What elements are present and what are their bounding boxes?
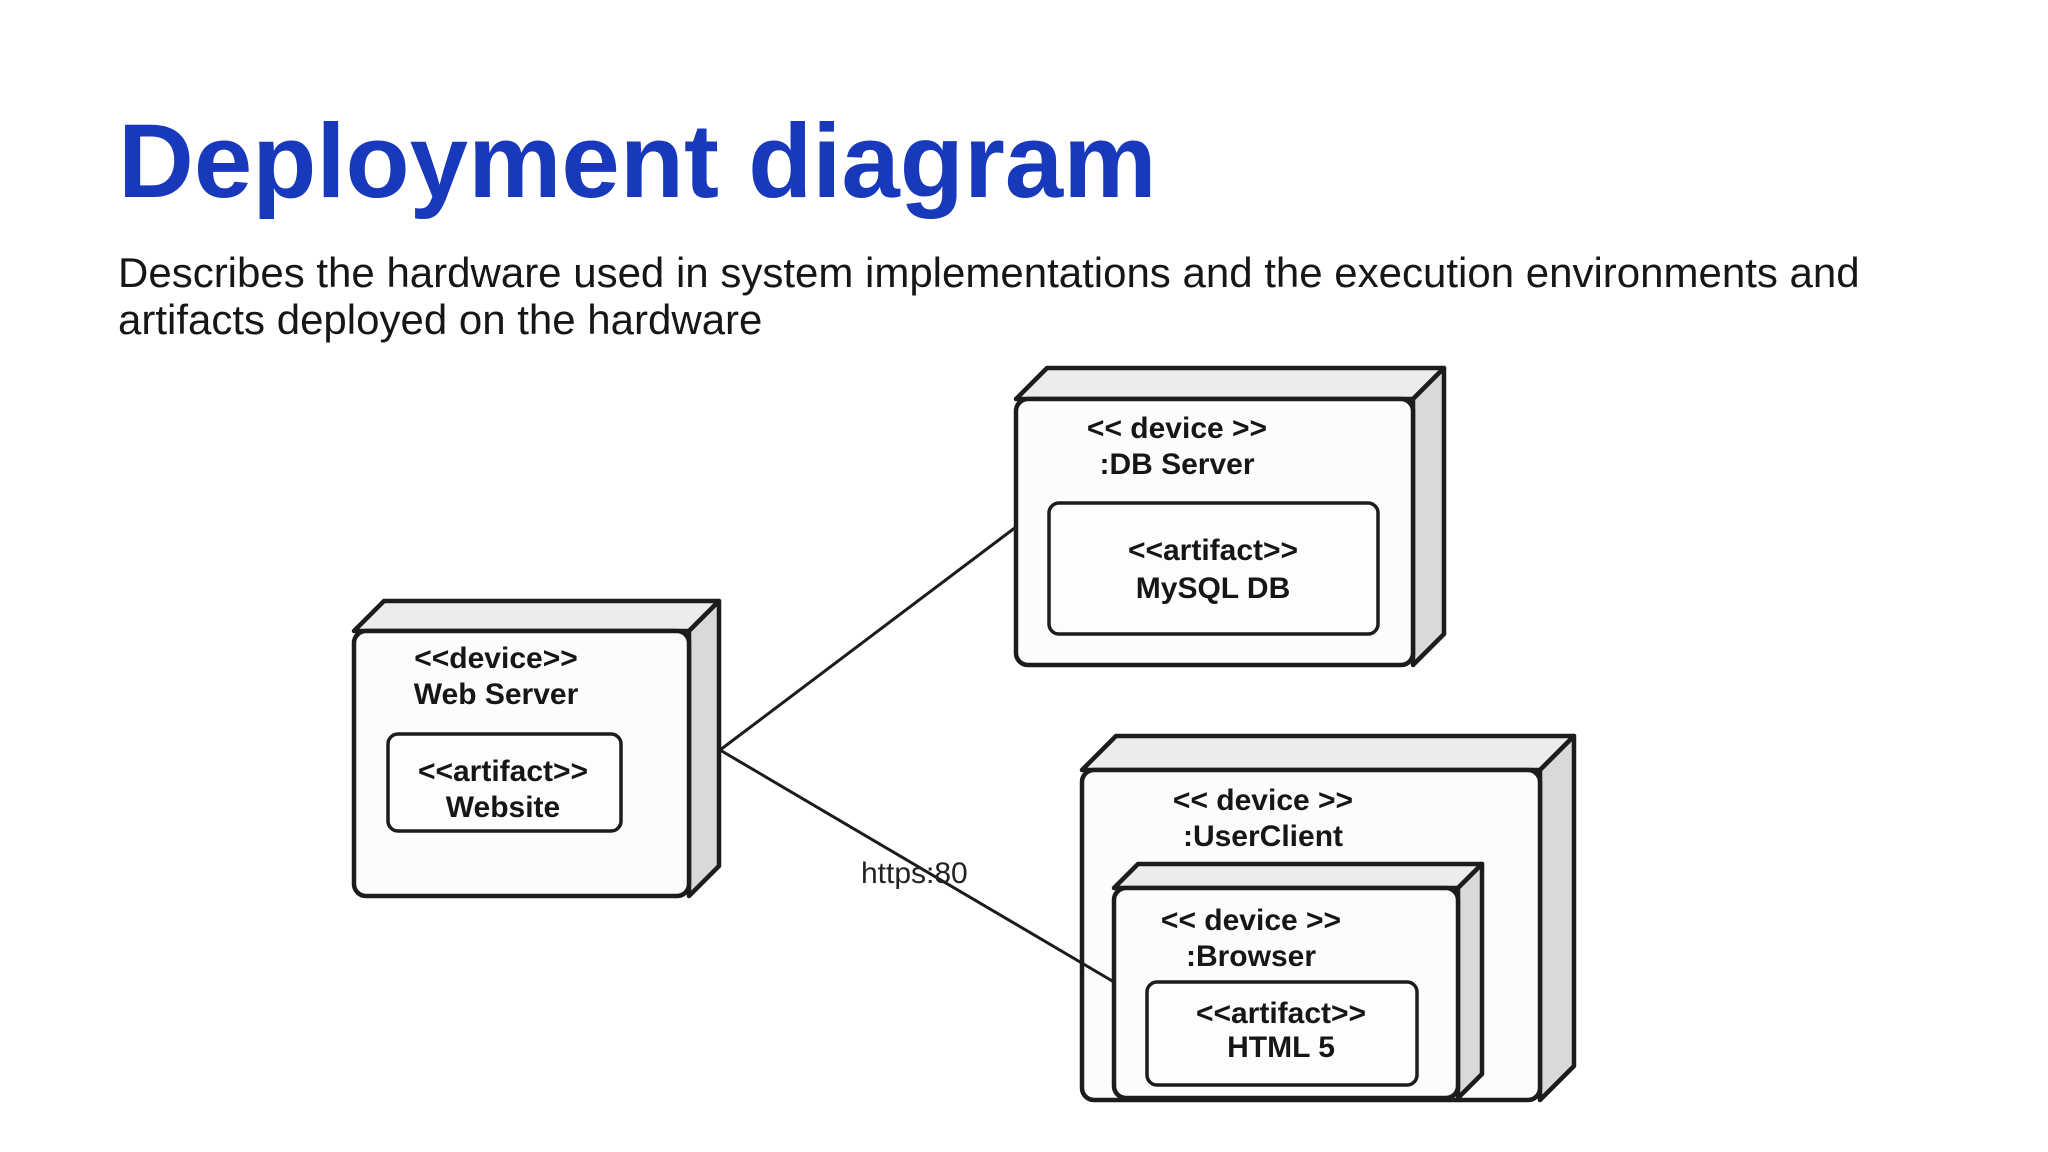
mysql-artifact-name: MySQL DB <box>1136 572 1290 605</box>
website-artifact-name: Website <box>446 791 560 824</box>
mysql-artifact-box <box>1047 501 1380 636</box>
user-client-side-face <box>1537 733 1577 1103</box>
browser-top-face <box>1111 861 1485 891</box>
web-server-top-face <box>351 598 722 634</box>
description-line-1: Describes the hardware used in system im… <box>118 249 1860 296</box>
web-server-name: Web Server <box>414 678 579 711</box>
db-server-stereotype: << device >> <box>1087 412 1267 445</box>
html5-artifact-box <box>1145 980 1419 1087</box>
website-artifact-stereotype: <<artifact>> <box>418 755 588 788</box>
db-server-side-face <box>1410 365 1447 668</box>
user-client-stereotype: << device >> <box>1173 784 1353 817</box>
db-server-name: :DB Server <box>1099 448 1254 481</box>
browser-name: :Browser <box>1186 940 1316 973</box>
browser-node: << device >> :Browser <<artifact>> HTML … <box>1111 861 1485 1101</box>
browser-stereotype: << device >> <box>1161 904 1341 937</box>
mysql-artifact-stereotype: <<artifact>> <box>1128 534 1298 567</box>
web-server-stereotype: <<device>> <box>414 642 577 675</box>
webserver-browser-link-label: https:80 <box>861 857 968 890</box>
webserver-browser-link <box>718 748 1116 984</box>
user-client-name: :UserClient <box>1183 820 1343 853</box>
connections: https:80 <box>718 525 1116 984</box>
page-title: Deployment diagram <box>118 103 1157 220</box>
user-client-top-face <box>1079 733 1577 773</box>
db-server-top-face <box>1013 365 1447 402</box>
browser-side-face <box>1455 861 1485 1101</box>
web-server-node: <<device>> Web Server <<artifact>> Websi… <box>351 598 722 899</box>
website-artifact-box <box>386 732 623 833</box>
db-server-node: << device >> :DB Server <<artifact>> MyS… <box>1013 365 1447 668</box>
html5-artifact-stereotype: <<artifact>> <box>1196 997 1366 1030</box>
html5-artifact-name: HTML 5 <box>1227 1031 1335 1064</box>
description-line-2: artifacts deployed on the hardware <box>118 296 762 343</box>
webserver-dbserver-link <box>718 525 1018 752</box>
web-server-side-face <box>686 598 722 899</box>
